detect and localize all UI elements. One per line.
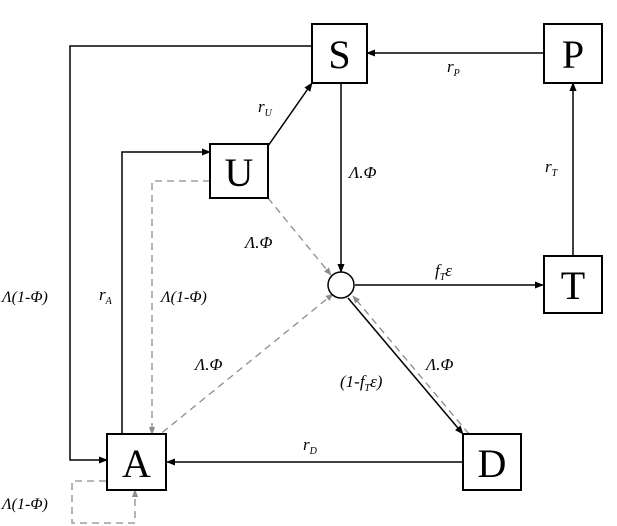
edge-s-to-a: [69, 45, 312, 464]
edge-d-to-center: [352, 295, 470, 435]
label-s-to-a: Λ(1-Φ): [0, 289, 48, 306]
label-a-to-center: Λ.Φ: [193, 355, 223, 374]
edge-a-self-loop: [71, 480, 139, 524]
label-center-to-t: fTε: [435, 261, 452, 283]
label-s-to-center: Λ.Φ: [347, 163, 377, 182]
label-r-d: rD: [303, 435, 318, 457]
label-r-u: rU: [258, 97, 273, 119]
node-u-label: U: [225, 150, 254, 195]
node-s: S: [311, 23, 368, 84]
node-t: T: [543, 255, 603, 314]
node-d: D: [462, 433, 522, 491]
edge-u-to-s: [267, 82, 313, 147]
edge-a-to-center: [152, 293, 334, 441]
node-s-label: S: [328, 32, 350, 77]
label-r-p: rP: [447, 57, 460, 79]
label-r-t: rT: [545, 157, 559, 179]
node-p-label: P: [562, 32, 584, 77]
node-p: P: [543, 23, 603, 84]
edge-a-to-u: [121, 148, 211, 436]
label-a-self: Λ(1-Φ): [0, 496, 48, 513]
node-t-label: T: [561, 263, 585, 308]
junction-node: [327, 271, 355, 299]
edge-u-to-center: [267, 197, 332, 276]
edge-u-to-a: [148, 180, 210, 435]
node-d-label: D: [478, 441, 507, 486]
node-u: U: [209, 143, 269, 199]
label-u-to-a: Λ(1-Φ): [159, 289, 207, 306]
node-a: A: [106, 433, 167, 491]
node-a-label: A: [122, 441, 151, 486]
edge-center-to-d: [347, 297, 464, 435]
label-d-to-center: Λ.Φ: [424, 355, 454, 374]
label-center-to-d: (1-fTε): [340, 372, 383, 394]
label-r-a: rA: [99, 285, 113, 307]
label-u-to-center: Λ.Φ: [243, 233, 273, 252]
